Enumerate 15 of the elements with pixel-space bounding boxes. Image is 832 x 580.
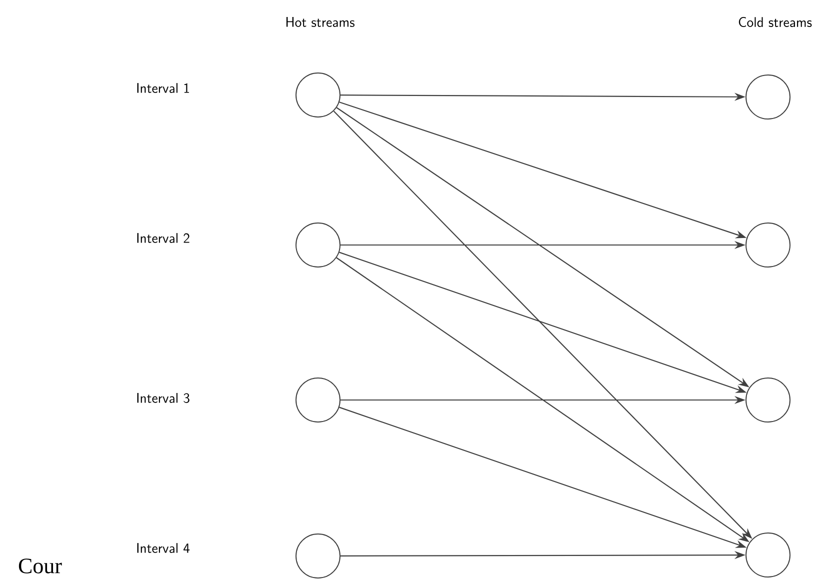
stream-circle: [296, 72, 340, 118]
interval-label: Interval 2: [137, 233, 190, 243]
stream-circle: [296, 378, 340, 422]
stream-circle: [746, 532, 790, 578]
stream-circle: [746, 222, 790, 268]
stream-circle: [746, 378, 790, 422]
interval-label: Interval 3: [137, 392, 190, 403]
interval-label: Interval 1: [137, 83, 189, 93]
header-label: Cold streams: [738, 16, 812, 27]
stream-circle: [296, 534, 340, 578]
header-label: Hot streams: [286, 17, 354, 27]
stream-circle: [746, 74, 790, 120]
partial-text: Cour: [18, 558, 62, 574]
interval-label: Interval 4: [137, 543, 190, 553]
stream-circle: [296, 222, 340, 268]
